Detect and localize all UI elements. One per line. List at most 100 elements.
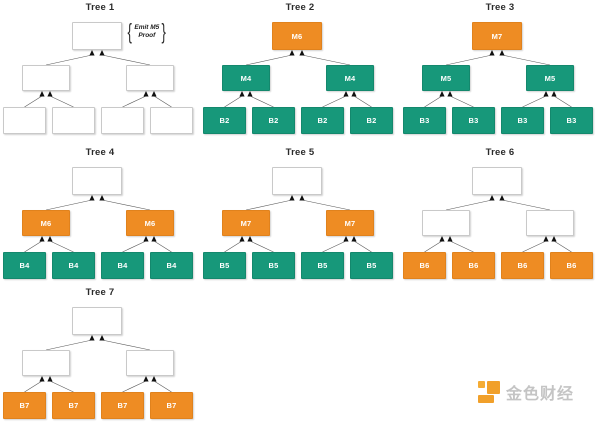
logo-square-large	[487, 381, 500, 394]
tree-leaf-node-2[interactable]: B7	[52, 392, 95, 419]
node-label: B7	[19, 401, 30, 410]
tree-title: Tree 7	[85, 287, 115, 298]
node-label: B6	[566, 261, 577, 270]
watermark: 金色财经	[478, 380, 574, 404]
tree-root-node[interactable]	[72, 22, 122, 50]
tree-leaf-node-1[interactable]: B2	[203, 107, 246, 134]
node-label: M7	[240, 218, 252, 228]
tree-leaf-node-2[interactable]: B6	[452, 252, 495, 279]
tree-mid-node-1[interactable]	[22, 350, 70, 376]
tree-leaf-node-2[interactable]: B4	[52, 252, 95, 279]
tree-leaf-node-4[interactable]: B2	[350, 107, 393, 134]
node-label: M7	[344, 218, 356, 228]
tree-mid-node-1[interactable]	[422, 210, 470, 236]
tree-leaf-node-1[interactable]: B3	[403, 107, 446, 134]
tree-leaf-node-1[interactable]: B4	[3, 252, 46, 279]
tree-leaf-node-4[interactable]: B7	[150, 392, 193, 419]
tree-mid-node-1[interactable]	[22, 65, 70, 91]
tree-title: Tree 5	[285, 147, 315, 158]
tree-root-node[interactable]: M7	[472, 22, 522, 50]
tree-leaf-node-2[interactable]: B5	[252, 252, 295, 279]
node-label: B4	[117, 261, 128, 270]
tree-leaf-node-1[interactable]	[3, 107, 46, 134]
tree-leaf-node-4[interactable]: B3	[550, 107, 593, 134]
tree-leaf-node-2[interactable]: B3	[452, 107, 495, 134]
tree-leaf-node-3[interactable]: B4	[101, 252, 144, 279]
tree-leaf-node-4[interactable]	[150, 107, 193, 134]
node-label: M4	[344, 73, 356, 83]
tree-mid-node-1[interactable]: M5	[422, 65, 470, 91]
tree-group-7: Tree 7 B7 B7 B7 B7	[0, 285, 200, 430]
node-label: M7	[491, 31, 503, 41]
tree-leaf-node-3[interactable]: B3	[501, 107, 544, 134]
node-label: B4	[19, 261, 30, 270]
tree-root-node[interactable]: M6	[272, 22, 322, 50]
node-label: B7	[166, 401, 177, 410]
watermark-text: 金色财经	[506, 386, 575, 403]
tree-leaf-node-3[interactable]	[101, 107, 144, 134]
node-label: B5	[219, 261, 230, 270]
node-label: B2	[268, 116, 279, 125]
tree-mid-node-2[interactable]: M4	[326, 65, 374, 91]
tree-mid-node-2[interactable]: M6	[126, 210, 174, 236]
tree-leaf-node-4[interactable]: B4	[150, 252, 193, 279]
tree-mid-node-1[interactable]: M6	[22, 210, 70, 236]
annotation-line-2: Proof	[138, 32, 156, 40]
node-label: M5	[440, 73, 452, 83]
tree-leaf-node-3[interactable]: B7	[101, 392, 144, 419]
logo-square-small	[478, 381, 485, 388]
tree-mid-node-1[interactable]: M4	[222, 65, 270, 91]
tree-root-node[interactable]	[72, 307, 122, 335]
tree-leaf-node-4[interactable]: B6	[550, 252, 593, 279]
tree-leaf-node-1[interactable]: B6	[403, 252, 446, 279]
tree-root-node[interactable]	[472, 167, 522, 195]
node-label: M6	[40, 218, 52, 228]
tree-title: Tree 1	[85, 2, 115, 13]
node-label: B3	[419, 116, 430, 125]
node-label: M4	[240, 73, 252, 83]
tree-leaf-node-1[interactable]: B5	[203, 252, 246, 279]
node-label: B2	[317, 116, 328, 125]
node-label: M6	[291, 31, 303, 41]
node-label: B2	[366, 116, 377, 125]
tree-mid-node-1[interactable]: M7	[222, 210, 270, 236]
node-label: B5	[268, 261, 279, 270]
tree-mid-node-2[interactable]	[526, 210, 574, 236]
tree-leaf-node-2[interactable]	[52, 107, 95, 134]
tree-root-node[interactable]	[272, 167, 322, 195]
node-label: B7	[117, 401, 128, 410]
tree-title: Tree 4	[85, 147, 115, 158]
tree-leaf-node-3[interactable]: B5	[301, 252, 344, 279]
node-label: M6	[144, 218, 156, 228]
tree-mid-node-2[interactable]	[126, 350, 174, 376]
annotation-line-1: Emit M5	[134, 24, 160, 31]
node-label: B3	[566, 116, 577, 125]
tree-leaf-node-2[interactable]: B2	[252, 107, 295, 134]
node-label: B4	[68, 261, 79, 270]
tree-leaf-node-3[interactable]: B6	[501, 252, 544, 279]
node-label: B5	[366, 261, 377, 270]
tree-mid-node-2[interactable]: M7	[326, 210, 374, 236]
tree-mid-node-2[interactable]: M5	[526, 65, 574, 91]
node-label: B7	[68, 401, 79, 410]
node-label: B3	[468, 116, 479, 125]
node-label: B6	[468, 261, 479, 270]
jinse-finance-logo-icon	[478, 381, 500, 403]
tree-leaf-node-4[interactable]: B5	[350, 252, 393, 279]
tree-root-node[interactable]	[72, 167, 122, 195]
node-label: B6	[517, 261, 528, 270]
tree-title: Tree 3	[485, 2, 515, 13]
node-label: B4	[166, 261, 177, 270]
tree-mid-node-2[interactable]	[126, 65, 174, 91]
tree-leaf-node-3[interactable]: B2	[301, 107, 344, 134]
tree-leaf-node-1[interactable]: B7	[3, 392, 46, 419]
